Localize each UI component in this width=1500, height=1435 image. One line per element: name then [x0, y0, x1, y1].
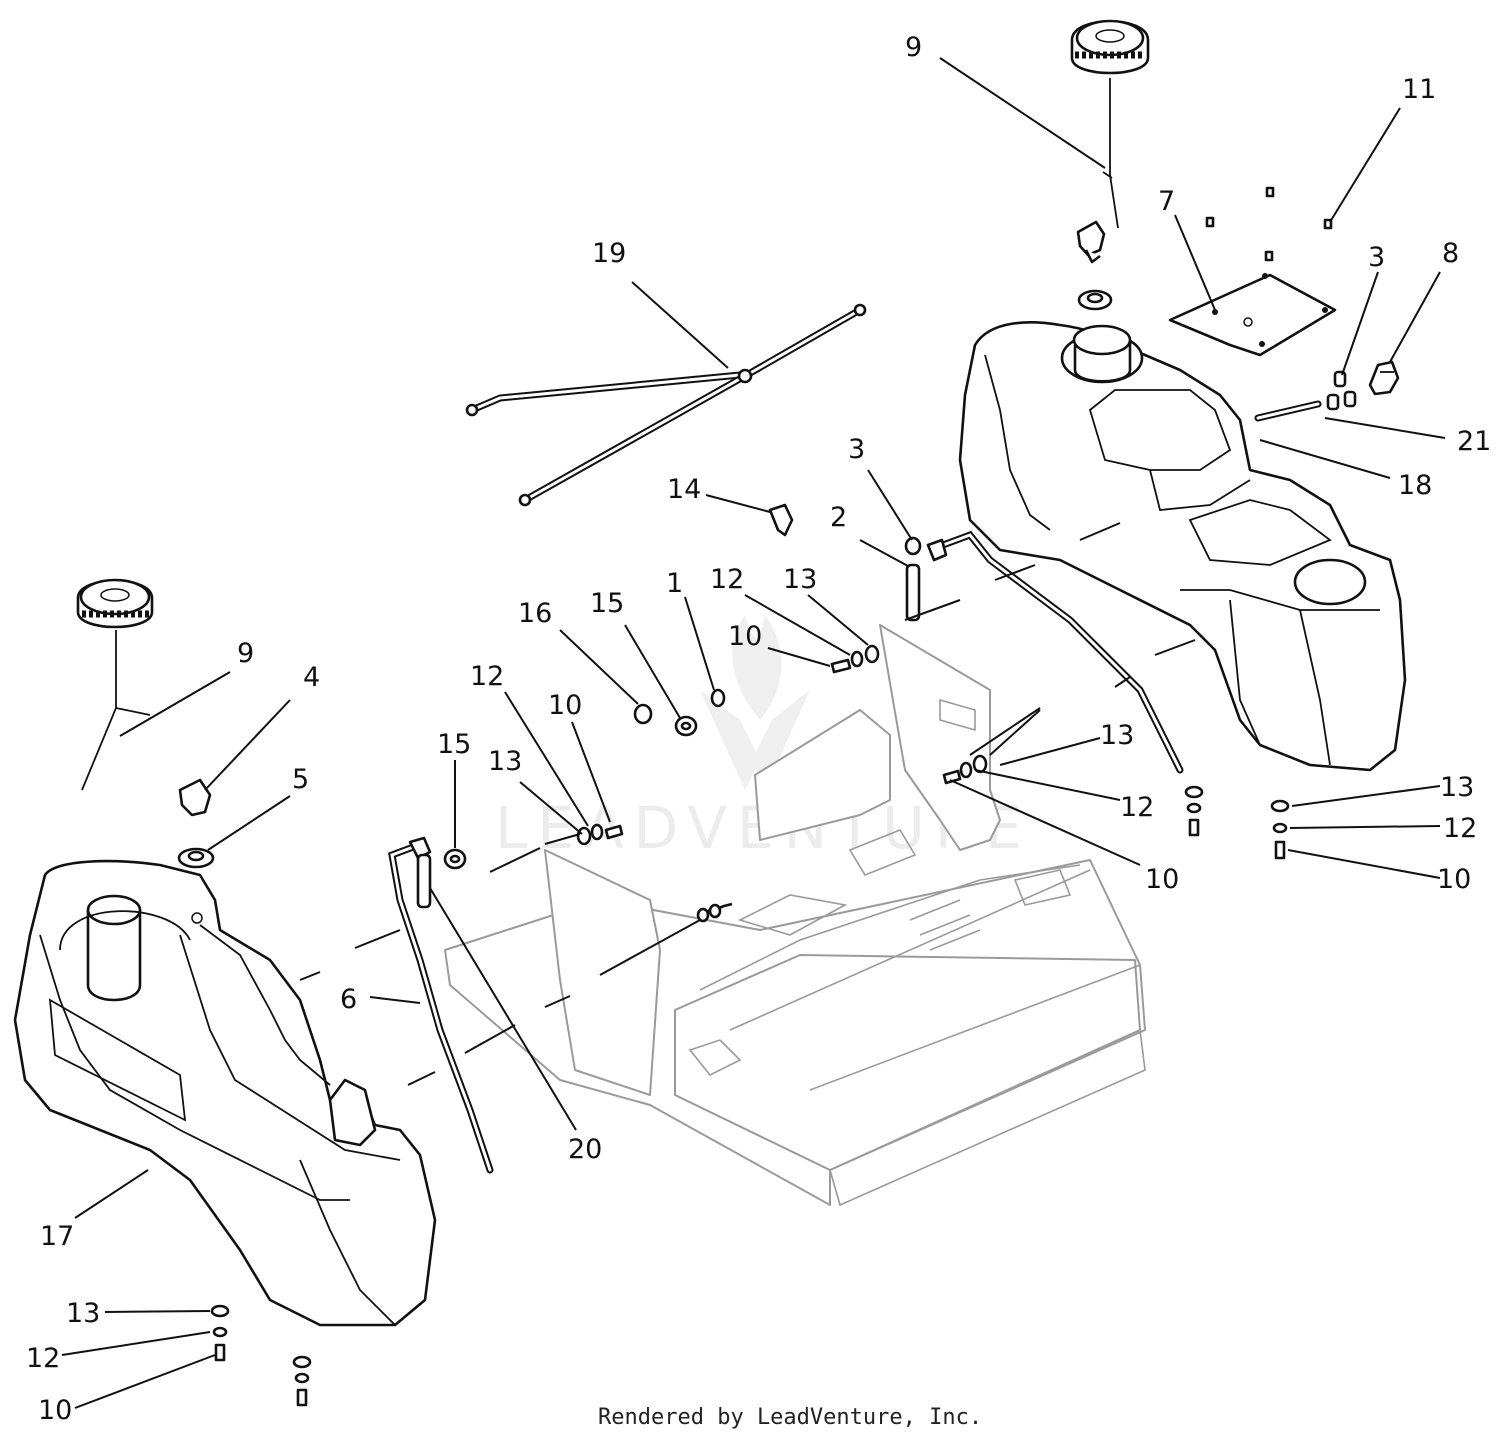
- callout-1: 1: [666, 568, 683, 599]
- right-fuel-cap: [1070, 19, 1150, 75]
- right-vent-hose: [1102, 78, 1119, 229]
- callout-12-left: 12: [470, 661, 504, 692]
- callout-13-bottom: 13: [66, 1298, 100, 1329]
- callout-20: 20: [568, 1134, 602, 1165]
- left-fuel-valve: [178, 778, 212, 817]
- hose-clamp-8: [1368, 360, 1400, 396]
- left-grommet: [177, 847, 215, 869]
- assembly-lines: [299, 522, 1196, 1086]
- callout-7: 7: [1158, 186, 1175, 217]
- callout-5: 5: [292, 764, 309, 795]
- callout-15-left: 15: [437, 729, 471, 760]
- callout-3-mid: 3: [848, 434, 865, 465]
- callout-18: 18: [1398, 470, 1432, 501]
- footer-credit: Rendered by LeadVenture, Inc.: [598, 1405, 982, 1430]
- bolt-stack-right: [1270, 799, 1290, 860]
- tee-fitting-14: [768, 503, 794, 537]
- callout-13-mid: 13: [783, 564, 817, 595]
- right-fuel-line: [926, 530, 1184, 774]
- hose-clamps-3: [1326, 370, 1357, 411]
- left-fuel-line: [388, 836, 494, 1174]
- left-vent-hose: [81, 630, 151, 791]
- callout-8: 8: [1442, 238, 1459, 269]
- clamp-3-mid: [904, 536, 922, 556]
- left-fuel-cap: [76, 578, 154, 629]
- callout-13-frame: 13: [1100, 720, 1134, 751]
- callout-10-mid: 10: [728, 621, 762, 652]
- plate-screws: [1205, 186, 1333, 262]
- callout-19: 19: [592, 238, 626, 269]
- bolt-stack-bottom: [210, 1304, 230, 1362]
- callout-3-right: 3: [1368, 242, 1385, 273]
- chassis-frame: [444, 624, 1146, 1207]
- hose-2: [905, 563, 921, 622]
- heat-shield-plate: [1168, 273, 1337, 357]
- fitting-1: [710, 688, 726, 708]
- callout-11: 11: [1402, 74, 1436, 105]
- callout-10-frame: 10: [1145, 864, 1179, 895]
- callout-10-bottom: 10: [38, 1395, 72, 1426]
- clamp-15-mid: [674, 715, 698, 737]
- bolt-stack-under-left: [292, 1355, 312, 1407]
- callout-14: 14: [667, 474, 701, 505]
- bolt-stack-center: [696, 902, 733, 923]
- callout-12-mid: 12: [710, 564, 744, 595]
- right-grommet: [1077, 289, 1113, 311]
- callout-labels: 9 11 7 3 8 19 21 18 3 14 2 12 13 1 16 15…: [26, 32, 1491, 1426]
- callout-10-right: 10: [1437, 864, 1471, 895]
- callout-17: 17: [40, 1221, 74, 1252]
- bolt-stack-left: [576, 823, 624, 846]
- leader-lines: [61, 57, 1446, 1409]
- callout-16: 16: [518, 598, 552, 629]
- clamp-16: [633, 703, 653, 725]
- callout-13-right: 13: [1440, 772, 1474, 803]
- callout-10-left: 10: [548, 690, 582, 721]
- fuel-hose-21: [1254, 400, 1322, 422]
- tube-20: [416, 853, 432, 909]
- callout-13-left: 13: [488, 746, 522, 777]
- callout-6: 6: [340, 984, 357, 1015]
- callout-21: 21: [1457, 426, 1491, 457]
- bolt-stack-frame: [942, 754, 988, 785]
- callout-9-left: 9: [237, 638, 254, 669]
- clamp-15-left: [443, 848, 467, 870]
- bolt-stack-under-right: [1184, 785, 1204, 837]
- callout-12-frame: 12: [1120, 792, 1154, 823]
- right-fuel-valve: [1076, 220, 1106, 264]
- right-fuel-tank: [958, 321, 1407, 772]
- fuel-line-assembly: [465, 303, 867, 507]
- callout-2: 2: [830, 502, 847, 533]
- callout-9-top: 9: [905, 32, 922, 63]
- callout-12-bottom: 12: [26, 1343, 60, 1374]
- bolt-stack-mid: [830, 644, 880, 674]
- left-fuel-tank: [13, 859, 437, 1327]
- callout-4: 4: [303, 662, 320, 693]
- callout-15-mid: 15: [590, 588, 624, 619]
- callout-12-right: 12: [1443, 813, 1477, 844]
